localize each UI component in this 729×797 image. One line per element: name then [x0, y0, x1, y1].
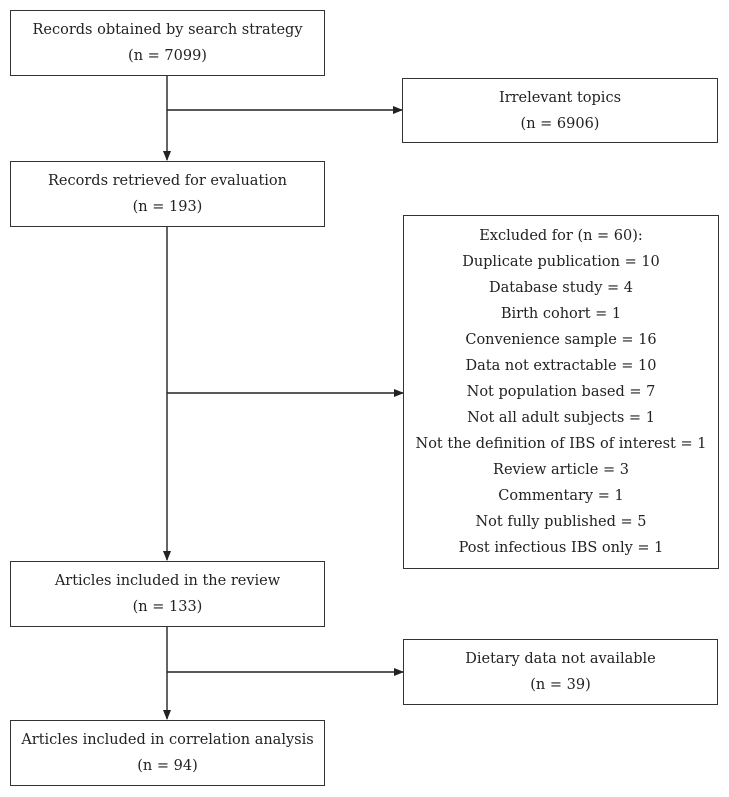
box-irrelevant-title: Irrelevant topics	[498, 89, 622, 106]
box-dietary-count: (n = 39)	[530, 677, 591, 693]
box-excluded-title: Excluded for (n = 60):	[479, 228, 643, 244]
excluded-item: Post infectious IBS only = 1	[458, 540, 664, 556]
box-included-review: Articles included in the review (n = 133…	[10, 561, 325, 627]
excluded-item: Not population based = 7	[466, 384, 656, 400]
box-retrieved-title: Records retrieved for evaluation	[48, 173, 287, 189]
box-correlation-count: (n = 94)	[137, 758, 198, 774]
excluded-item: Data not extractable = 10	[465, 358, 657, 374]
box-search-count: (n = 7099)	[128, 48, 207, 64]
box-irrelevant-topics: Irrelevant topics (n = 6906)	[402, 78, 718, 143]
box-correlation-title: Articles included in correlation analysi…	[21, 732, 314, 748]
box-dietary-title: Dietary data not available	[465, 651, 656, 667]
excluded-item: Commentary = 1	[498, 488, 624, 504]
box-review-count: (n = 133)	[132, 599, 203, 615]
box-search-title: Records obtained by search strategy	[32, 22, 303, 38]
excluded-item: Review article = 3	[493, 462, 629, 478]
box-review-title: Articles included in the review	[54, 573, 281, 589]
box-excluded: Excluded for (n = 60): Duplicate publica…	[403, 215, 719, 569]
box-dietary-unavailable: Dietary data not available (n = 39)	[403, 639, 718, 705]
box-irrelevant-count: (n = 6906)	[520, 115, 600, 132]
excluded-item: Birth cohort = 1	[500, 306, 622, 322]
box-correlation-analysis: Articles included in correlation analysi…	[10, 720, 325, 786]
excluded-item: Not all adult subjects = 1	[467, 410, 655, 426]
box-retrieved-count: (n = 193)	[132, 199, 203, 215]
excluded-item: Not the definition of IBS of interest = …	[415, 436, 707, 452]
box-retrieved-records: Records retrieved for evaluation (n = 19…	[10, 161, 325, 227]
excluded-item: Not fully published = 5	[475, 514, 647, 530]
box-search-records: Records obtained by search strategy (n =…	[10, 10, 325, 76]
excluded-item: Convenience sample = 16	[465, 332, 657, 348]
excluded-item: Duplicate publication = 10	[462, 254, 660, 270]
excluded-item: Database study = 4	[489, 280, 633, 296]
